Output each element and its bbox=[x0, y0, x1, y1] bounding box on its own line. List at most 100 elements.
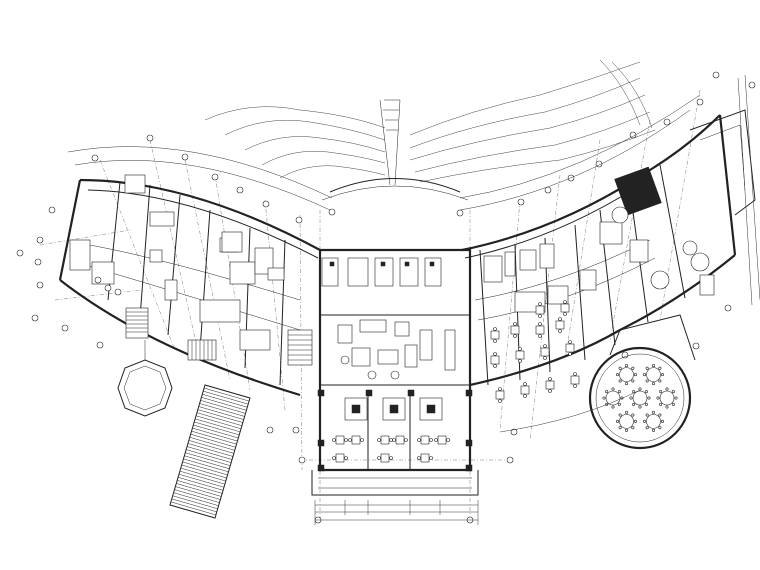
chair bbox=[665, 387, 669, 391]
chair bbox=[392, 438, 396, 442]
deck-board bbox=[170, 501, 216, 516]
chair bbox=[658, 366, 662, 370]
chair bbox=[543, 356, 547, 360]
chair bbox=[538, 334, 542, 338]
chair bbox=[417, 456, 421, 460]
round-banquet-hall bbox=[588, 314, 696, 450]
dining-table bbox=[335, 453, 345, 463]
deck-board bbox=[176, 483, 222, 497]
chair bbox=[493, 352, 497, 356]
chair bbox=[548, 377, 552, 381]
deck-board bbox=[190, 433, 236, 448]
chair bbox=[644, 390, 648, 394]
chair bbox=[638, 387, 642, 391]
chair bbox=[624, 382, 628, 386]
chair bbox=[538, 314, 542, 318]
chair bbox=[645, 366, 649, 370]
dining-table bbox=[490, 330, 500, 340]
chair bbox=[618, 366, 622, 370]
chair bbox=[344, 438, 348, 442]
site-contours bbox=[204, 59, 656, 201]
chair bbox=[651, 382, 655, 386]
chair bbox=[651, 410, 655, 414]
upper-right-suite bbox=[611, 206, 715, 296]
chair bbox=[617, 402, 621, 406]
round-table bbox=[646, 414, 661, 429]
chair bbox=[602, 396, 606, 400]
deck-board bbox=[200, 400, 246, 414]
chair bbox=[615, 373, 619, 377]
chair bbox=[638, 405, 642, 409]
deck-board bbox=[199, 403, 245, 417]
chair bbox=[518, 359, 522, 363]
chair bbox=[446, 438, 450, 442]
chair bbox=[671, 390, 675, 394]
chair bbox=[671, 402, 675, 406]
round-table bbox=[605, 390, 621, 406]
structural-grid bbox=[39, 89, 701, 520]
dining-table bbox=[540, 347, 550, 357]
deck-board bbox=[192, 427, 238, 442]
octagon-pavilion bbox=[117, 340, 173, 417]
deck-board bbox=[179, 470, 225, 485]
chair bbox=[377, 456, 381, 460]
chair bbox=[645, 413, 649, 417]
chair bbox=[618, 413, 622, 417]
chair bbox=[389, 456, 393, 460]
chair bbox=[513, 334, 517, 338]
chair bbox=[651, 364, 655, 368]
dining-table bbox=[380, 453, 390, 463]
chair bbox=[624, 410, 628, 414]
chair bbox=[404, 438, 408, 442]
dimension-lines bbox=[67, 74, 760, 525]
deck-board bbox=[169, 504, 216, 519]
chair bbox=[656, 396, 660, 400]
deck-board bbox=[186, 446, 233, 460]
deck-board bbox=[197, 409, 243, 423]
chair bbox=[498, 399, 502, 403]
chair bbox=[631, 413, 635, 417]
chair bbox=[568, 340, 572, 344]
chair bbox=[617, 390, 621, 394]
dining-table bbox=[490, 355, 500, 365]
deck-board bbox=[177, 480, 223, 494]
deck-board bbox=[181, 464, 227, 479]
chair bbox=[633, 373, 637, 377]
chair bbox=[647, 396, 651, 400]
chair bbox=[429, 456, 433, 460]
chair bbox=[632, 402, 636, 406]
chair bbox=[631, 426, 635, 430]
chair bbox=[513, 322, 517, 326]
deck-board bbox=[188, 440, 234, 454]
deck-board bbox=[191, 430, 237, 445]
dining-table bbox=[351, 435, 361, 445]
deck-board bbox=[201, 397, 247, 411]
chair bbox=[659, 390, 663, 394]
chair bbox=[642, 373, 646, 377]
chair bbox=[618, 379, 622, 383]
chair bbox=[629, 396, 633, 400]
chair bbox=[558, 317, 562, 321]
round-table bbox=[646, 367, 661, 382]
dining-table bbox=[545, 380, 555, 390]
dining-table bbox=[335, 435, 345, 445]
dining-table bbox=[495, 390, 505, 400]
deck-board bbox=[193, 424, 239, 439]
chair bbox=[332, 438, 336, 442]
dining-table bbox=[535, 325, 545, 335]
chair bbox=[644, 402, 648, 406]
building-outline bbox=[58, 109, 756, 496]
stair-near-lobby bbox=[287, 329, 313, 366]
deck-board bbox=[187, 443, 234, 457]
dining-table bbox=[380, 435, 390, 445]
deck-board bbox=[195, 415, 242, 430]
chair bbox=[558, 329, 562, 333]
chair bbox=[658, 379, 662, 383]
round-table bbox=[659, 390, 675, 406]
deck-board bbox=[182, 461, 228, 476]
chair bbox=[493, 339, 497, 343]
chair bbox=[615, 419, 619, 423]
deck-board bbox=[204, 387, 250, 402]
deck-board bbox=[172, 495, 218, 510]
dining-table bbox=[437, 435, 447, 445]
